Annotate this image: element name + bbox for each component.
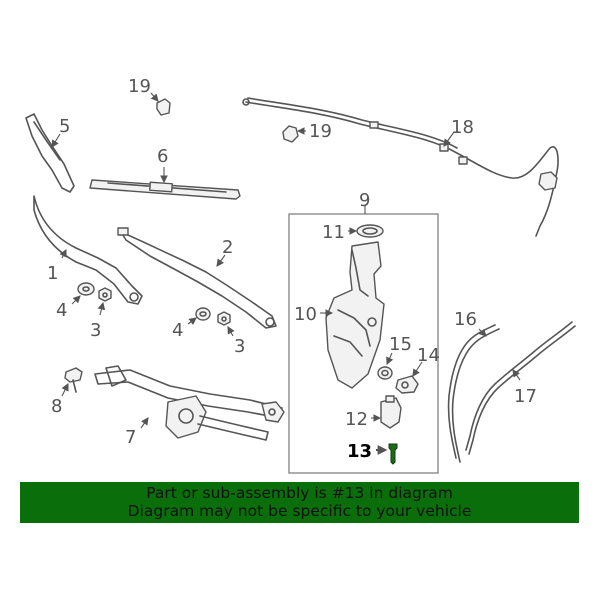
part-9-assembly-box: [288, 213, 439, 474]
callout-19-top: 19: [128, 76, 151, 97]
callout-18: 18: [451, 117, 474, 138]
callout-14: 14: [417, 345, 440, 366]
callout-13-highlighted: 13: [347, 441, 372, 462]
callout-11: 11: [322, 222, 345, 243]
part-17-hose: [465, 321, 576, 455]
part-6-wiper-blade: [89, 167, 241, 200]
callout-7: 7: [125, 427, 136, 448]
callout-10: 10: [294, 304, 317, 325]
callout-19-side: 19: [309, 121, 332, 142]
part-4-cap-left: [71, 282, 95, 305]
callout-12: 12: [345, 409, 368, 430]
callout-4-right: 4: [172, 320, 183, 341]
part-3-nut-left: [97, 287, 112, 316]
part-10-reservoir: [320, 241, 385, 389]
callout-6: 6: [157, 146, 168, 167]
part-19-clip-hose: [282, 125, 306, 143]
part-16-hose: [447, 324, 500, 463]
callout-3-left: 3: [90, 320, 101, 341]
part-info-banner: Part or sub-assembly is #13 in diagram D…: [20, 482, 579, 523]
callout-2: 2: [222, 237, 233, 258]
callout-4-left: 4: [56, 300, 67, 321]
part-3-nut-right: [217, 311, 235, 337]
part-5-bracket: [25, 113, 75, 193]
part-7-wiper-linkage: [94, 365, 285, 441]
part-15-grommet: [377, 352, 394, 380]
callout-17: 17: [514, 386, 537, 407]
part-18-washer-hose: [242, 97, 559, 237]
part-2-wiper-arm: [117, 227, 277, 329]
part-8-bolt: [61, 367, 83, 397]
callout-15: 15: [389, 334, 412, 355]
callout-1: 1: [47, 263, 58, 284]
part-13-screw: [376, 443, 398, 465]
part-19-clip-top: [150, 92, 171, 116]
part-14-sensor: [395, 361, 423, 394]
callout-5: 5: [59, 116, 70, 137]
callout-9: 9: [359, 190, 370, 211]
part-12-washer-pump: [371, 395, 402, 429]
callout-3-right: 3: [234, 336, 245, 357]
banner-line-1: Part or sub-assembly is #13 in diagram: [146, 484, 453, 502]
callout-16: 16: [454, 309, 477, 330]
callout-8: 8: [51, 396, 62, 417]
part-1-wiper-arm: [33, 195, 143, 305]
banner-line-2: Diagram may not be specific to your vehi…: [127, 502, 472, 520]
part-11-cap: [348, 224, 384, 238]
part-4-cap-right: [187, 307, 211, 326]
